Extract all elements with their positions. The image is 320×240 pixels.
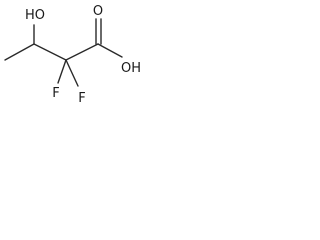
atom-label-carbonyl-oxygen: O (93, 4, 103, 19)
atom-label-fluorine-right: F (78, 91, 85, 106)
chemical-structure-diagram: HO O OH F F (4, 4, 141, 106)
bond-c4-c3 (4, 43, 35, 61)
bond-c2-f-left (57, 59, 67, 84)
bond-c2-f-right (65, 59, 79, 87)
bond-c1-o-hydroxyl (97, 43, 123, 58)
atom-label-hydroxyl: HO (25, 8, 45, 23)
bond-c2-c1 (65, 43, 99, 61)
atom-label-fluorine-left: F (52, 86, 59, 101)
atom-label-carboxyl-hydroxyl: OH (121, 61, 141, 76)
bond-c3-c2 (33, 43, 67, 61)
